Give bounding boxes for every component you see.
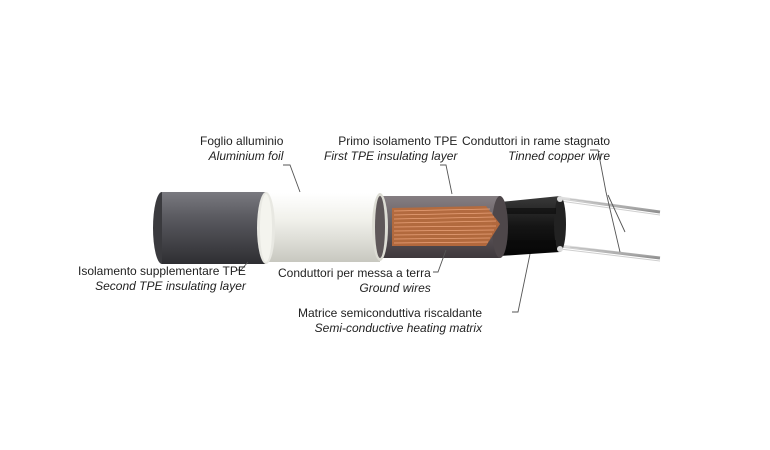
leader-lines	[236, 149, 626, 313]
label-second-tpe-it: Isolamento supplementare TPE	[78, 264, 246, 278]
label-copper-wire-it: Conduttori in rame stagnato	[462, 134, 611, 148]
label-first-tpe-en: First TPE insulating layer	[324, 149, 458, 163]
label-aluminium-foil-it: Foglio alluminio	[200, 134, 284, 148]
label-second-tpe-en: Second TPE insulating layer	[95, 279, 246, 293]
heating-matrix	[500, 196, 566, 256]
label-first-tpe: Primo isolamento TPE First TPE insulatin…	[324, 134, 457, 164]
label-ground-wires-en: Ground wires	[359, 281, 431, 295]
label-second-tpe: Isolamento supplementare TPE Second TPE …	[78, 264, 246, 294]
second-tpe-layer	[153, 192, 275, 264]
label-heating-matrix: Matrice semiconduttiva riscaldante Semi-…	[298, 306, 482, 336]
label-aluminium-foil-en: Aluminium foil	[208, 149, 284, 163]
label-first-tpe-it: Primo isolamento TPE	[338, 134, 458, 148]
label-heating-matrix-en: Semi-conductive heating matrix	[314, 321, 483, 335]
label-copper-wire-en: Tinned copper wire	[508, 149, 611, 163]
label-ground-wires: Conduttori per messa a terra Ground wire…	[278, 266, 431, 296]
label-aluminium-foil: Foglio alluminio Aluminium foil	[200, 134, 283, 164]
label-heating-matrix-it: Matrice semiconduttiva riscaldante	[298, 306, 483, 320]
tinned-copper-wires	[559, 196, 661, 262]
label-ground-wires-it: Conduttori per messa a terra	[278, 266, 431, 280]
aluminium-foil	[262, 193, 388, 262]
label-copper-wire: Conduttori in rame stagnato Tinned coppe…	[462, 134, 610, 164]
ground-wires	[392, 206, 500, 246]
